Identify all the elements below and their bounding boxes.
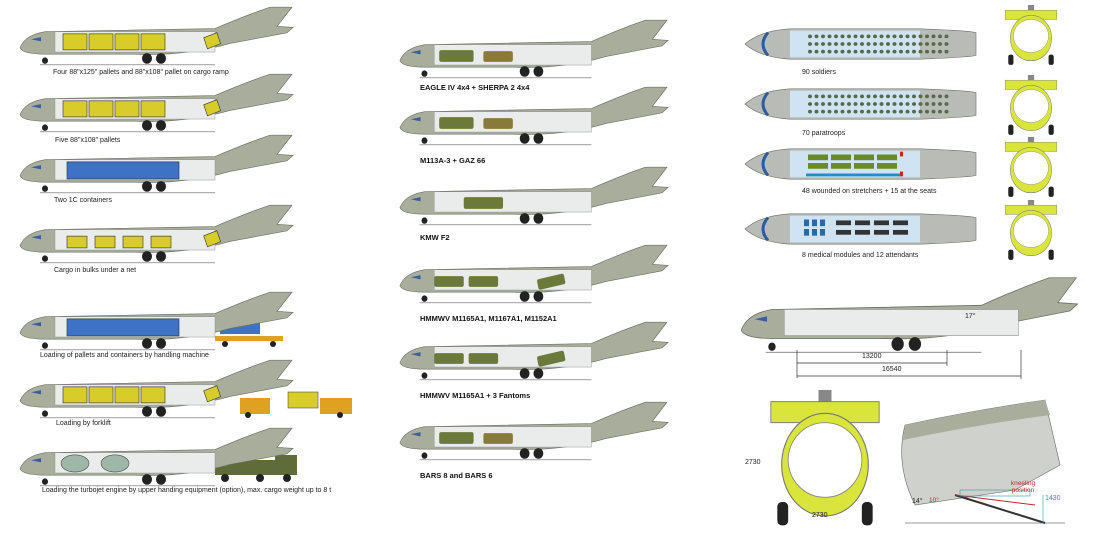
angle-b-label: 10° <box>929 497 939 504</box>
side-view-aircraft-mid-5 <box>399 321 669 381</box>
kneeling-position-label: kneeling position <box>1010 480 1036 494</box>
side-view-aircraft-left-7 <box>19 427 294 487</box>
caption-mid-6: BARS 8 and BARS 6 <box>420 471 493 480</box>
side-view-aircraft-left-2 <box>19 73 294 133</box>
front-section-view-3 <box>1004 137 1058 197</box>
caption-left-6: Loading by forklift <box>56 420 111 427</box>
top-view-layout-3 <box>744 148 977 180</box>
side-view-aircraft-dimensions <box>740 277 1079 353</box>
caption-mid-5: HMMWV M1165A1 + 3 Fantoms <box>420 391 531 400</box>
caption-mid-1: EAGLE IV 4x4 + SHERPA 2 4x4 <box>420 83 530 92</box>
caption-left-3: Two 1C containers <box>54 197 112 204</box>
front-section-view-dimensions <box>770 390 880 526</box>
caption-mid-4: HMMWV M1165A1, M1167A1, M1152A1 <box>420 314 557 323</box>
caption-left-1: Four 88"x125" pallets and 88"x108" palle… <box>53 69 229 76</box>
caption-left-5: Loading of pallets and containers by han… <box>40 352 209 359</box>
side-view-aircraft-mid-1 <box>399 19 669 79</box>
caption-right-3: 48 wounded on stretchers + 15 at the sea… <box>802 188 937 195</box>
height-label: 2730 <box>745 459 761 466</box>
side-view-aircraft-mid-6 <box>399 401 669 461</box>
front-section-view-1 <box>1004 5 1058 65</box>
cargo-ramp-detail <box>901 399 1065 524</box>
total-length-label: 16540 <box>882 366 902 373</box>
sill-height-label: 1430 <box>1045 495 1061 502</box>
hold-length-label: 13200 <box>862 353 882 360</box>
side-view-aircraft-left-3 <box>19 134 294 194</box>
length-dimension-lines <box>796 350 1022 379</box>
caption-mid-2: M113A-3 + GAZ 66 <box>420 156 486 165</box>
side-view-aircraft-left-6 <box>19 359 294 419</box>
caption-left-4: Cargo in bulks under a net <box>54 267 137 274</box>
side-view-aircraft-mid-3 <box>399 166 669 226</box>
front-section-view-4 <box>1004 200 1058 260</box>
caption-mid-3: KMW F2 <box>420 233 450 242</box>
forklifts <box>240 391 352 418</box>
top-view-layout-4 <box>744 213 977 245</box>
side-view-aircraft-mid-2 <box>399 86 669 146</box>
top-view-layout-2 <box>744 88 977 120</box>
side-view-aircraft-left-1 <box>19 6 294 66</box>
caption-right-4: 8 medical modules and 12 attendants <box>802 252 919 259</box>
width-label: 2730 <box>812 512 828 519</box>
angle-a-label: 14° <box>912 498 923 505</box>
caption-right-1: 90 soldiers <box>802 69 836 76</box>
side-view-aircraft-left-5 <box>19 291 294 351</box>
ramp-angle-label: 17° <box>965 313 976 320</box>
front-section-view-2 <box>1004 75 1058 135</box>
side-view-aircraft-mid-4 <box>399 244 669 304</box>
top-view-layout-1 <box>744 28 977 60</box>
caption-left-2: Five 88"x108" pallets <box>55 137 121 144</box>
caption-right-2: 70 paratroops <box>802 130 846 137</box>
caption-left-7: Loading the turbojet engine by upper han… <box>42 487 332 494</box>
side-view-aircraft-left-4 <box>19 204 294 264</box>
